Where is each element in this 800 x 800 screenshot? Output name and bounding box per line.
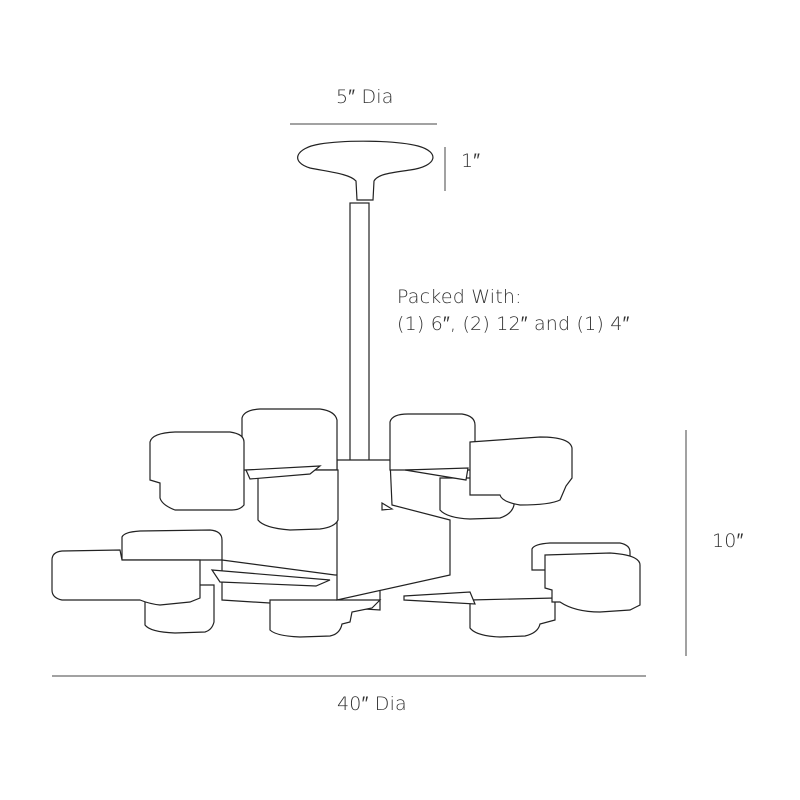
canopy-height-label: 1″: [461, 150, 481, 172]
top-tier-shades: [149, 408, 573, 601]
canopy: [297, 140, 434, 201]
bottom-tier-shades: [51, 529, 641, 638]
packing-note-title: Packed With:: [397, 286, 522, 308]
stem: [349, 202, 370, 464]
overall-diameter-label: 40″ Dia: [337, 693, 407, 715]
packing-note-contents: (1) 6″, (2) 12″ and (1) 4″: [397, 313, 630, 335]
canopy-diameter-label: 5″ Dia: [336, 86, 394, 108]
overall-height-label: 10″: [712, 530, 744, 552]
